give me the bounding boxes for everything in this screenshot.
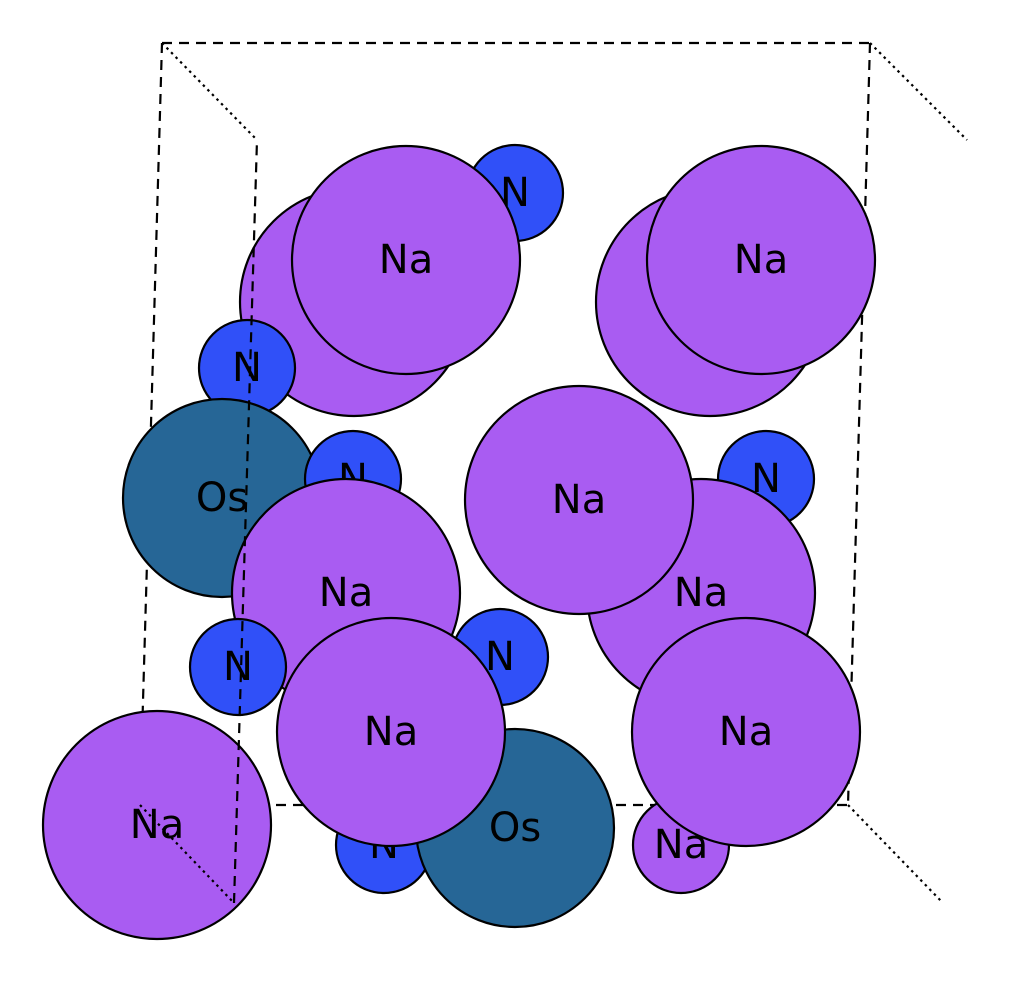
atom-na-5: Na <box>645 144 877 376</box>
atom-na-17: Na <box>275 616 507 848</box>
atom-label-n: N <box>223 644 253 690</box>
atom-label-na: Na <box>674 570 728 616</box>
atom-circle-na <box>463 384 695 616</box>
atom-circle-na <box>645 144 877 376</box>
cell-edge-CG <box>847 804 944 904</box>
atom-label-n: N <box>232 345 262 391</box>
atom-label-na: Na <box>364 709 418 755</box>
atom-circle-n <box>188 617 288 717</box>
cell-edge-HE <box>232 139 259 904</box>
atom-label-os: Os <box>489 805 541 851</box>
atom-label-na: Na <box>379 237 433 283</box>
atom-na-extra-1: Na <box>41 709 273 941</box>
atom-n-13: N <box>188 617 288 717</box>
atom-circle-na <box>41 709 273 941</box>
cell-edge-AD <box>138 42 164 806</box>
cell-edge-BC <box>846 42 872 806</box>
atom-label-na: Na <box>552 477 606 523</box>
atom-na-3: Na <box>290 144 522 376</box>
atoms-layer: NaNNaNaNaNOsNNaNNaNaNNNOsNaNaNaNa <box>41 143 877 941</box>
atom-label-na: Na <box>130 802 184 848</box>
atom-na-19: Na <box>630 616 862 848</box>
cell-edge-BF <box>869 42 968 141</box>
atom-label-os: Os <box>196 475 248 521</box>
unit-cell-front-edges <box>139 139 259 904</box>
unit-cell-back-edges <box>138 41 968 904</box>
atom-label-n: N <box>485 634 515 680</box>
atom-label-na: Na <box>734 237 788 283</box>
atom-label-na: Na <box>319 570 373 616</box>
atom-circle-na <box>275 616 507 848</box>
atom-label-na: Na <box>719 709 773 755</box>
atom-circle-na <box>630 616 862 848</box>
atom-circle-na <box>290 144 522 376</box>
atom-na-12: Na <box>463 384 695 616</box>
cell-edge-AE <box>161 42 258 141</box>
